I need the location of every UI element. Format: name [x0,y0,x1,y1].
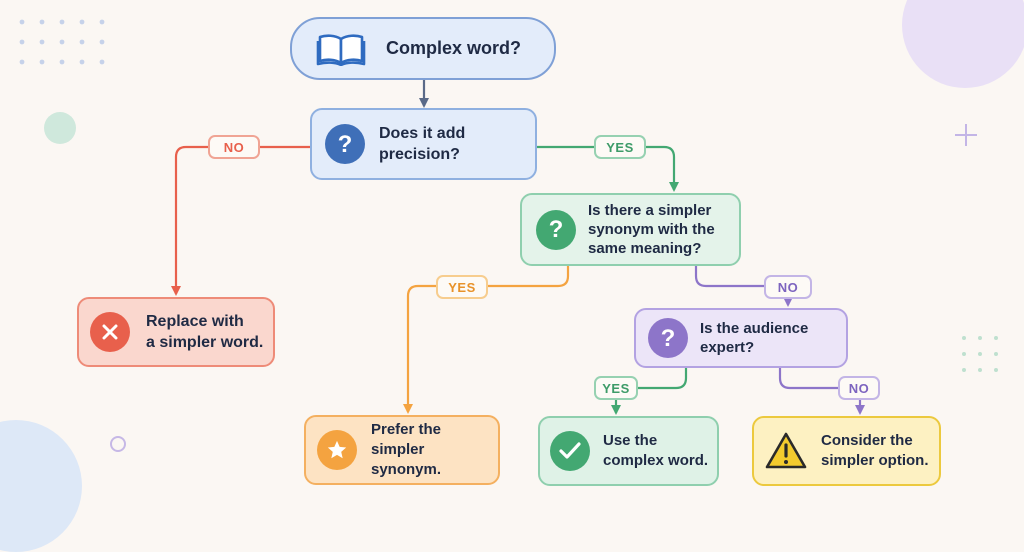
edge-q1-no [171,145,310,296]
start-node-label: Complex word? [386,38,522,58]
outcome-node-consider-label: Consider the simpler option. [821,432,929,469]
outcome-node-consider: Consider the simpler option. [752,416,941,486]
x-icon [90,312,130,352]
edge-q1-yes [537,145,679,192]
start-node: Complex word? [290,17,556,80]
question-node-audience-label: Is the audience expert? [700,320,809,356]
outcome-node-replace: Replace with a simpler word. [77,297,275,367]
dot-grid-decoration [19,19,105,65]
edge-label-q2-yes: YES [436,275,488,299]
book-icon [314,32,368,66]
edge-label-q3-no: NO [838,376,880,400]
plus-decoration [955,124,977,146]
dot-grid-decoration-right [962,336,998,372]
star-icon [317,430,357,470]
question-icon: ? [325,124,365,164]
check-icon [550,431,590,471]
question-node-precision-label: Does it add precision? [379,125,466,163]
green-circle-decoration [44,112,76,144]
outcome-node-use: Use the complex word. [538,416,719,486]
outcome-node-replace-label: Replace with a simpler word. [146,313,264,351]
edge-label-q1-yes: YES [594,135,646,159]
outcome-node-prefer: Prefer the simpler synonym. [304,415,500,485]
question-node-audience: ? Is the audience expert? [634,308,848,368]
question-icon: ? [536,209,576,250]
outcome-node-use-label: Use the complex word. [603,432,709,469]
flowchart-connectors [171,80,865,415]
ring-decoration [110,436,126,452]
edge-label-q3-yes: YES [594,376,638,400]
warning-icon [764,431,808,471]
question-node-synonym-label: Is there a simpler synonym with the same… [588,202,715,257]
question-node-synonym: ? Is there a simpler synonym with the sa… [520,193,741,266]
question-icon: ? [648,318,688,358]
outcome-node-prefer-label: Prefer the simpler synonym. [371,421,442,478]
question-node-precision: ? Does it add precision? [310,108,537,180]
edge-label-q2-no: NO [764,275,812,299]
edge-q2-yes [403,266,570,414]
edge-label-q1-no: NO [208,135,260,159]
